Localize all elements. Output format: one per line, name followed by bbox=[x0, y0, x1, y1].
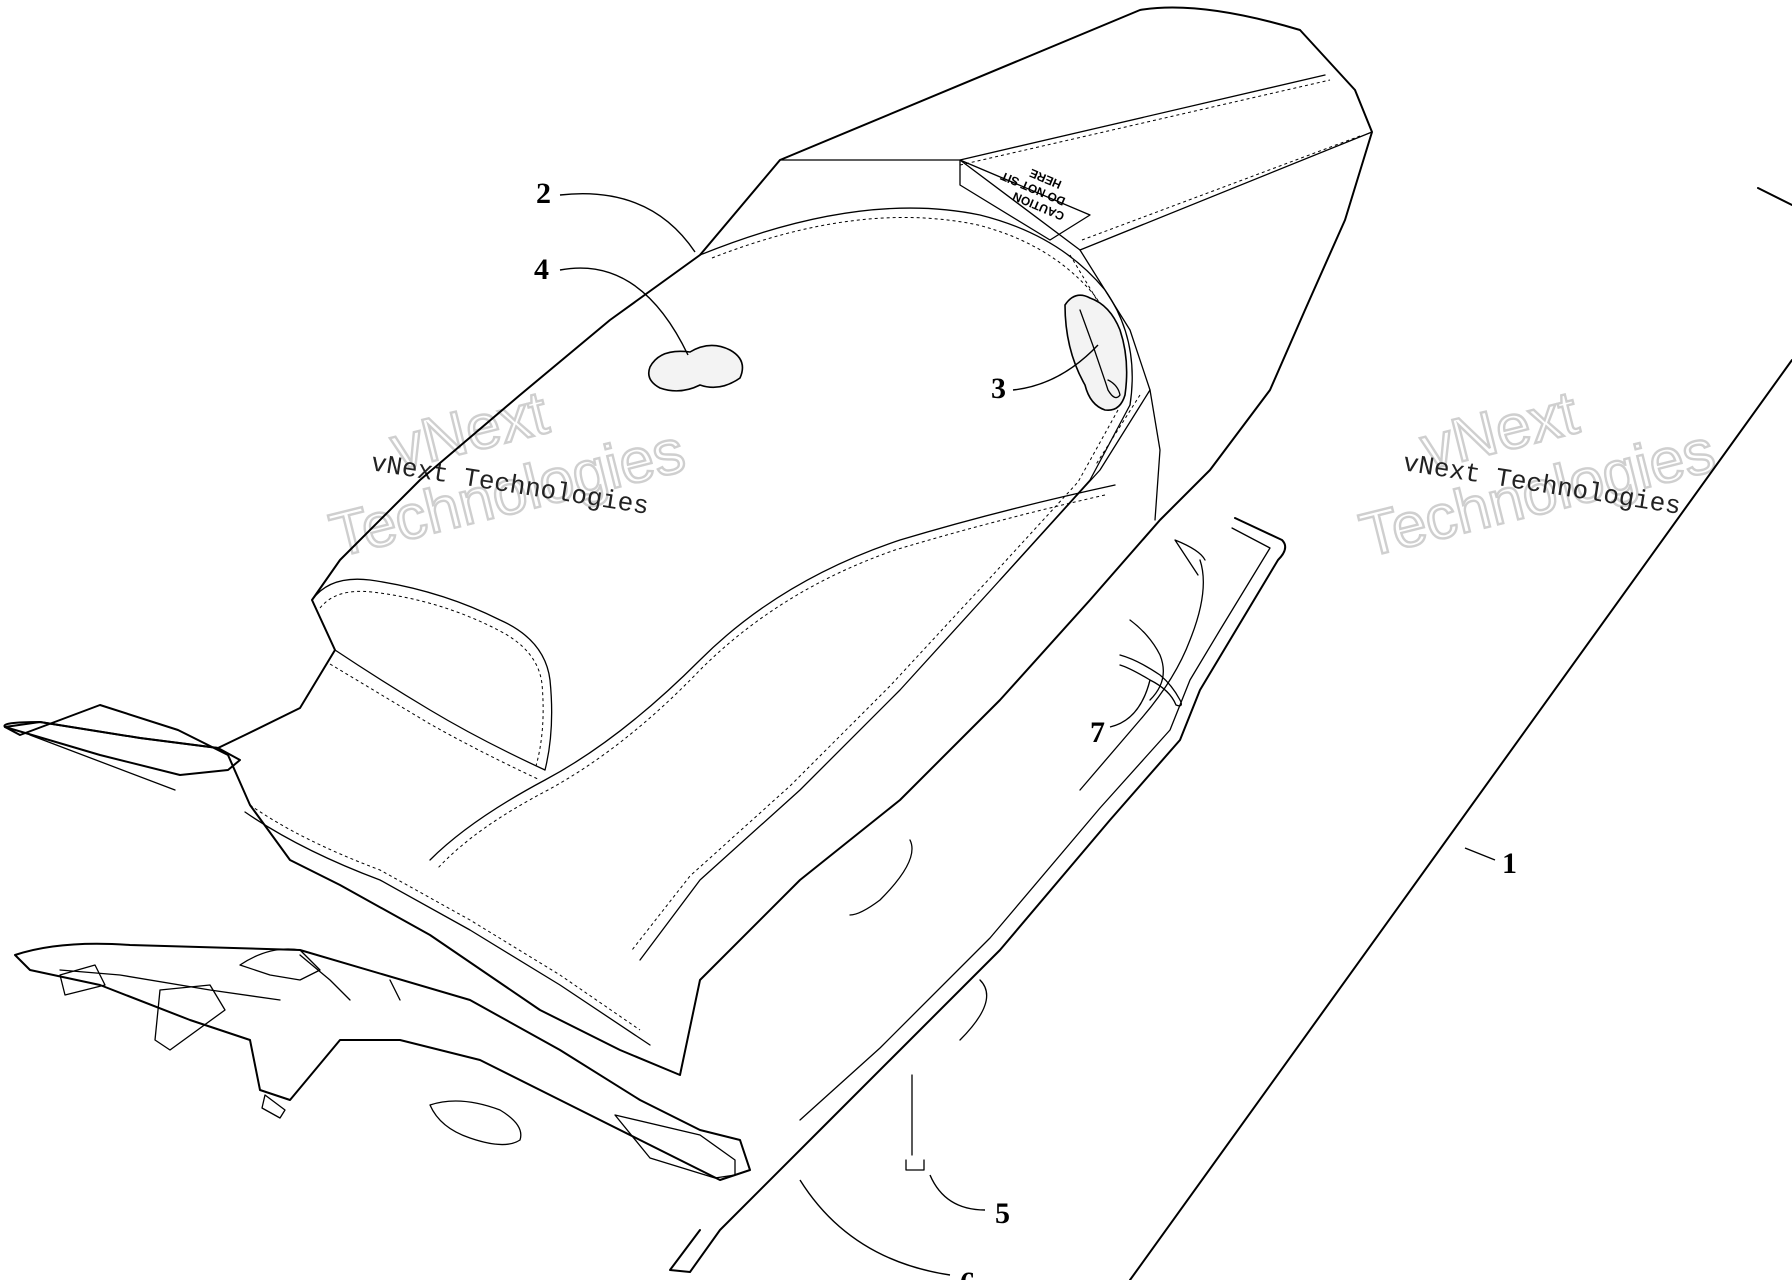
callout-labels: 2 4 3 7 1 5 6 bbox=[534, 177, 1517, 1280]
watermark-left: vNext Technologies vNext Technologies bbox=[322, 377, 692, 572]
seat-top-panel-edge bbox=[699, 207, 1133, 406]
callout-5: 5 bbox=[995, 1197, 1010, 1230]
grab-handle-right bbox=[614, 1114, 736, 1179]
callout-2: 2 bbox=[536, 177, 551, 210]
front-rider-pad bbox=[311, 578, 553, 771]
caution-label: CAUTION DO NOT SIT HERE bbox=[959, 159, 1091, 241]
reference-line-part-1 bbox=[1129, 187, 1792, 1280]
callout-1: 1 bbox=[1502, 847, 1517, 880]
seat-assembly: CAUTION DO NOT SIT HERE bbox=[3, 6, 1373, 1273]
grab-handle-left bbox=[429, 1100, 522, 1146]
callout-7: 7 bbox=[1090, 716, 1105, 749]
seat-cover-outline bbox=[4, 6, 1373, 1076]
foam-patch-4 bbox=[647, 344, 744, 392]
seat-base-pan bbox=[669, 517, 1287, 1273]
leader-lines bbox=[559, 193, 1496, 1276]
clip-part-5 bbox=[905, 1074, 925, 1171]
seat-side-bolster bbox=[639, 404, 1131, 961]
seat-front-nose bbox=[3, 721, 241, 776]
front-base-structure bbox=[14, 942, 751, 1181]
callout-6: 6 bbox=[960, 1266, 975, 1280]
seat-mid-seam bbox=[429, 484, 1116, 861]
callout-3: 3 bbox=[991, 372, 1006, 405]
clip-part-7 bbox=[1119, 654, 1182, 707]
callout-4: 4 bbox=[534, 253, 549, 286]
